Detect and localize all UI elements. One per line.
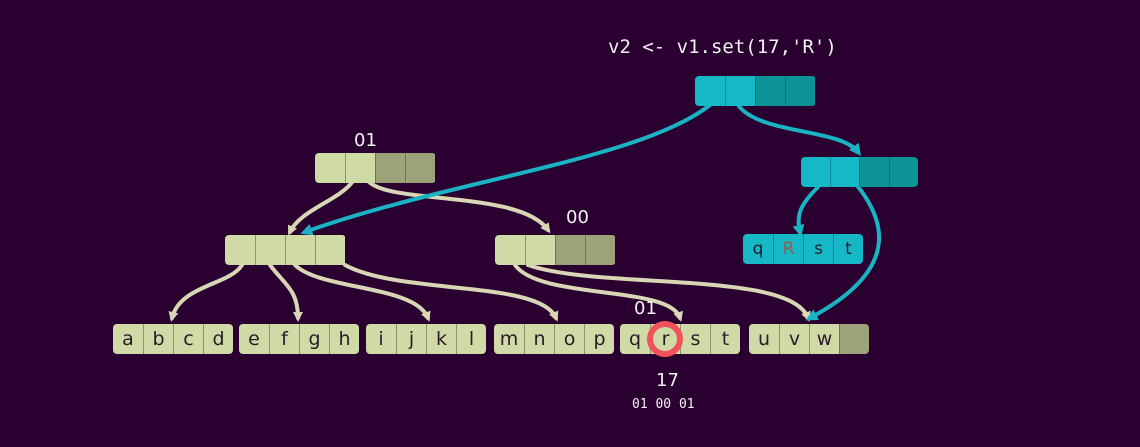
- new-leaf-node: q R s t: [743, 234, 863, 264]
- leaf-cell: m: [494, 324, 524, 354]
- new-root-slot-empty: [755, 76, 785, 106]
- leaf-node-mnop: m n o p: [494, 324, 614, 354]
- mid-left-slot: [315, 235, 345, 265]
- new-leaf-cell: q: [743, 234, 773, 264]
- leaf-cell: w: [809, 324, 839, 354]
- old-root-slot-empty: [375, 153, 405, 183]
- leaf-node-ijkl: i j k l: [366, 324, 486, 354]
- edge-newmid-to-leaf-uvw: [805, 173, 881, 321]
- code-label: v2 <- v1.set(17,'R'): [608, 36, 837, 58]
- new-mid-node: [801, 157, 918, 187]
- edge-root-to-mid-left: [287, 179, 355, 236]
- leaf-cell: i: [366, 324, 396, 354]
- mid-left-node: [225, 235, 346, 265]
- new-root-slot-empty: [785, 76, 815, 106]
- edge-newroot-to-oldmid: [300, 103, 712, 236]
- new-root-slot: [725, 76, 755, 106]
- new-leaf-cell-changed: R: [773, 234, 803, 264]
- edge-mid2-to-leaf-qrst: [513, 263, 684, 322]
- target-highlight-ring: [647, 321, 683, 357]
- edge-newroot-to-newmid: [736, 103, 862, 156]
- mid-right-slot-empty: [585, 235, 615, 265]
- mid-left-slot: [285, 235, 315, 265]
- leaf-node-efgh: e f g h: [239, 324, 359, 354]
- edge-mid-to-leaf-abcd: [168, 263, 244, 322]
- old-root-slot: [345, 153, 375, 183]
- edge-mid2-to-leaf-uvw: [526, 263, 811, 322]
- new-mid-slot-empty: [859, 157, 889, 187]
- leaf-cell: u: [749, 324, 779, 354]
- leaf-node-uvw: u v w: [749, 324, 869, 354]
- leaf-cell: j: [396, 324, 426, 354]
- edge-root-to-mid-right: [366, 179, 551, 234]
- leaf-cell: q: [620, 324, 650, 354]
- new-leaf-cell: t: [833, 234, 863, 264]
- new-mid-slot: [801, 157, 831, 187]
- leaf-index-label: 01: [634, 298, 657, 319]
- leaf-cell: s: [680, 324, 710, 354]
- leaf-cell: v: [779, 324, 809, 354]
- leaf-cell: c: [173, 324, 203, 354]
- mid-left-slot: [255, 235, 285, 265]
- mid-right-node: [495, 235, 616, 265]
- target-index-label: 17: [656, 370, 679, 391]
- leaf-cell: d: [203, 324, 233, 354]
- edge-mid-to-leaf-ijkl: [293, 263, 431, 322]
- leaf-cell: e: [239, 324, 269, 354]
- target-bits-label: 01 00 01: [632, 397, 695, 412]
- leaf-cell: g: [299, 324, 329, 354]
- old-root-node: [315, 153, 436, 183]
- leaf-cell: a: [113, 324, 143, 354]
- new-root-slot: [695, 76, 725, 106]
- mid-index-label: 00: [566, 207, 589, 228]
- new-root-node: [695, 76, 816, 106]
- leaf-cell: o: [554, 324, 584, 354]
- edge-newmid-to-newleaf: [792, 185, 820, 237]
- leaf-cell: t: [710, 324, 740, 354]
- edge-mid-to-leaf-mnop: [343, 263, 559, 322]
- old-root-slot: [315, 153, 345, 183]
- new-leaf-cell: s: [803, 234, 833, 264]
- new-mid-slot: [830, 157, 860, 187]
- mid-right-slot: [525, 235, 555, 265]
- leaf-cell: l: [456, 324, 486, 354]
- leaf-cell: n: [524, 324, 554, 354]
- leaf-cell: h: [329, 324, 359, 354]
- leaf-node-abcd: a b c d: [113, 324, 233, 354]
- leaf-cell: b: [143, 324, 173, 354]
- old-root-slot-empty: [405, 153, 435, 183]
- mid-left-slot: [225, 235, 255, 265]
- edge-mid-to-leaf-efgh: [268, 263, 303, 322]
- leaf-cell: f: [269, 324, 299, 354]
- leaf-cell-empty: [839, 324, 869, 354]
- leaf-cell: p: [584, 324, 614, 354]
- mid-right-slot-empty: [555, 235, 585, 265]
- leaf-cell: k: [426, 324, 456, 354]
- mid-right-slot: [495, 235, 525, 265]
- root-index-label: 01: [354, 130, 377, 151]
- new-mid-slot-empty: [888, 157, 918, 187]
